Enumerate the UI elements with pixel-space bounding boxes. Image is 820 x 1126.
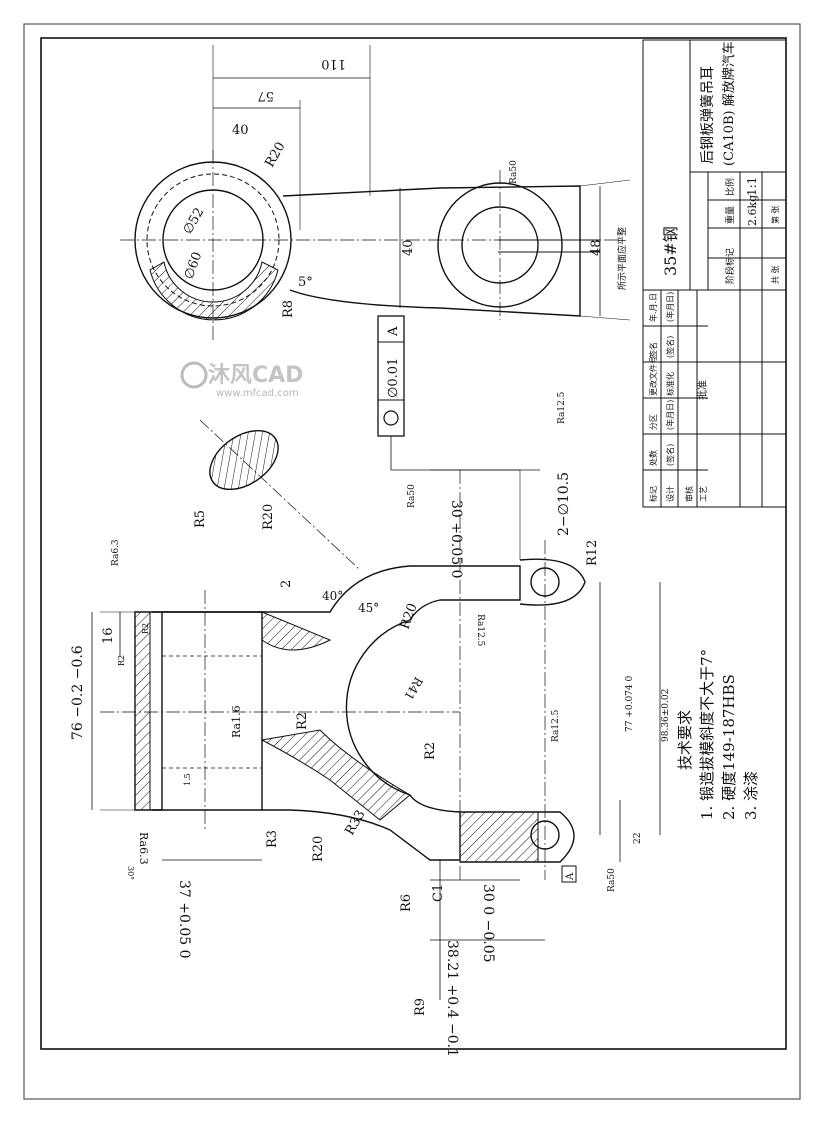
- dim-c1: C1: [431, 884, 446, 902]
- scale-label: 比例: [724, 178, 736, 196]
- dim-5deg: 5°: [298, 275, 313, 290]
- dim-r2-right: R2: [423, 742, 438, 760]
- section-45deg: 45°: [358, 601, 379, 615]
- front-view: [91, 469, 661, 1000]
- part-name: 后钢板弹簧吊耳: [700, 66, 716, 164]
- tech-item-2: 2. 硬度149-187HBS: [720, 674, 738, 820]
- dim-30-bottom: 30 0 −0.05: [480, 884, 496, 963]
- tech-item-1: 1. 锻造拔模斜度不大于7°: [698, 649, 716, 820]
- ra125-lower: Ra12.5: [551, 709, 561, 742]
- rev-date: 年.月.日: [648, 293, 658, 322]
- tolerance-value: ∅0.01: [386, 358, 401, 398]
- vehicle-name: (CA10B) 解放牌汽车: [721, 41, 737, 166]
- tolerance-datum: A: [386, 326, 401, 337]
- ra50-arm: Ra50: [407, 484, 417, 508]
- top-view: [120, 45, 631, 340]
- dim-1-5: 1.5: [183, 773, 192, 786]
- rev-doc: 更改文件号: [648, 356, 658, 396]
- dim-30deg: 30°: [126, 866, 135, 880]
- ra16: Ra1.6: [230, 705, 243, 738]
- dim-22: 22: [633, 833, 643, 844]
- ra50-top: Ra50: [509, 160, 519, 184]
- tech-heading: 技术要求: [676, 710, 694, 770]
- sheet-no: 第 张: [770, 205, 780, 224]
- title-block-text: 后钢板弹簧吊耳 (CA10B) 解放牌汽车 35#钢 阶段标记 重量 2.6kg…: [648, 41, 780, 502]
- stage-mark-label: 阶段标记: [724, 248, 736, 284]
- dim-r9: R9: [413, 998, 428, 1016]
- dim-r12: R12: [585, 540, 600, 566]
- dim-r2-b: R2: [117, 655, 126, 666]
- dim-77: 77 +0.074 0: [625, 676, 635, 732]
- sign-sig1: (签名): [665, 444, 675, 466]
- section-r20: R20: [261, 504, 276, 530]
- sign-sig2: (签名): [665, 336, 675, 358]
- ra125-top: Ra12.5: [557, 391, 567, 424]
- position-tolerance-icon: [383, 410, 399, 426]
- datum-a-label: A: [565, 872, 576, 881]
- inner-frame: [40, 37, 787, 1050]
- ra50-bottom: Ra50: [607, 868, 617, 892]
- removed-section: R5 R20 40° 45° 2: [193, 419, 379, 615]
- rev-mark: 标记: [648, 486, 658, 502]
- watermark-logo-icon: [180, 361, 208, 389]
- rev-sign: 签名: [648, 342, 658, 358]
- ra63-bottom: Ra6.3: [137, 832, 150, 865]
- dim-30-top: 30 +0.05 0: [448, 500, 464, 579]
- dim-r3: R3: [265, 830, 280, 848]
- dim-98-36: 98.36±0.02: [661, 689, 671, 742]
- approve-label: 批准: [696, 380, 709, 400]
- section-r5: R5: [193, 510, 208, 528]
- material: 35#钢: [661, 226, 680, 276]
- sign-date2: (年月日): [665, 292, 675, 322]
- dim-37: 37 +0.05 0: [176, 880, 192, 959]
- outer-frame: [23, 23, 801, 1100]
- review-label: 审核: [684, 486, 694, 502]
- dim-38-21: 38.21 +0.4 −0.1: [444, 940, 460, 1057]
- datum-a: A: [561, 865, 577, 883]
- ra63-top: Ra6.3: [111, 539, 121, 566]
- scale-value: 1:1: [745, 177, 759, 196]
- dim-40-angle: 40: [232, 123, 249, 138]
- dim-40: 40: [401, 239, 416, 256]
- rev-count: 处数: [648, 450, 658, 466]
- weight-label: 重量: [724, 206, 736, 224]
- dim-r20-front: R20: [311, 836, 326, 862]
- dim-r8: R8: [281, 300, 296, 318]
- dim-r2-mid: R2: [295, 712, 310, 730]
- sign-design: 设计: [665, 486, 675, 502]
- technical-requirements: 技术要求 1. 锻造拔模斜度不大于7° 2. 硬度149-187HBS 3. 涂…: [676, 649, 760, 820]
- rev-zone: 分区: [649, 414, 658, 430]
- dim-2-d10-5: 2−∅10.5: [556, 472, 572, 536]
- process-label: 工艺: [699, 486, 708, 502]
- dim-48: 48: [589, 239, 604, 256]
- dim-16: 16: [101, 627, 116, 644]
- dim-76: 76 −0.2 −0.6: [70, 645, 86, 740]
- dim-110: 110: [321, 56, 346, 71]
- dim-r6: R6: [399, 894, 414, 912]
- sheet-total: 共 张: [771, 265, 780, 284]
- ra125-mid: Ra12.5: [475, 614, 485, 647]
- dim-57: 57: [257, 88, 274, 103]
- weight-value: 2.6kg: [746, 195, 759, 226]
- flat-note: 所示平面应平整: [616, 227, 628, 290]
- watermark-url: www.mfcad.com: [216, 388, 299, 399]
- section-2: 2: [279, 580, 294, 588]
- watermark: 沐风CAD www.mfcad.com: [180, 361, 303, 399]
- watermark-brand: 沐风CAD: [208, 363, 303, 388]
- sign-date1: (年月日): [665, 400, 675, 430]
- dim-r2-a: R2: [141, 623, 150, 634]
- sign-std: 标准化: [665, 372, 675, 396]
- tech-item-3: 3. 涂漆: [742, 771, 760, 820]
- title-block: [642, 39, 787, 508]
- section-40deg: 40°: [322, 589, 343, 603]
